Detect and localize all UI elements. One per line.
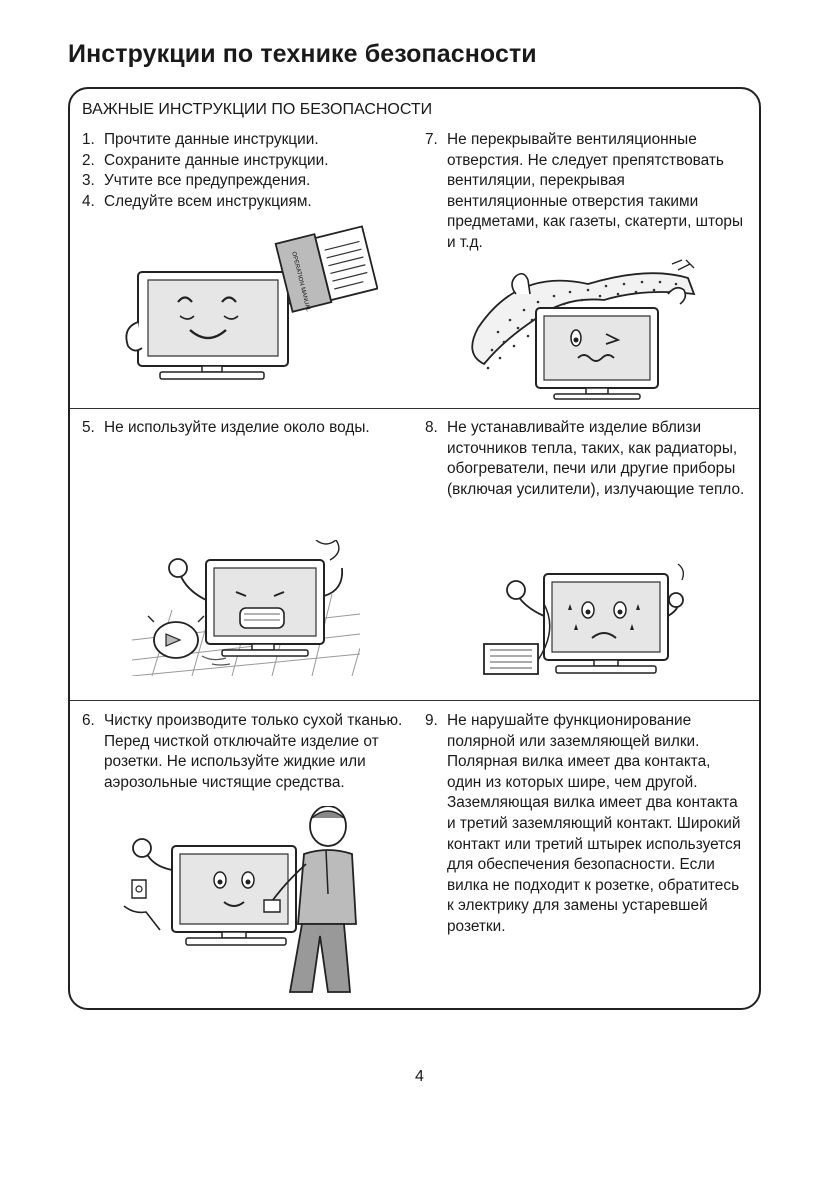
instruction-item: 2. Сохраните данные инструкции. bbox=[82, 151, 402, 172]
instruction-item: 3. Учтите все предупреждения. bbox=[82, 171, 402, 192]
instruction-item: 4. Следуйте всем инструкциям. bbox=[82, 192, 402, 213]
item-number: 9. bbox=[425, 712, 438, 729]
instruction-group-9: 9. Не нарушайте функционирование полярной… bbox=[425, 711, 747, 938]
item-text: Не используйте изделие около воды. bbox=[104, 419, 370, 436]
item-text: Прочтите данные инструкции. bbox=[104, 131, 319, 148]
instruction-group-8: 8. Не устанавливайте изделие вблизи источ… bbox=[425, 418, 747, 500]
item-text: Сохраните данные инструкции. bbox=[104, 151, 329, 169]
item-text: Чистку производите только сухой тканью. … bbox=[104, 712, 403, 791]
item-text: Следуйте всем инструкциям. bbox=[104, 192, 312, 210]
item-text: Учтите все предупреждения. bbox=[104, 172, 311, 190]
instruction-item: 5. Не используйте изделие около воды. bbox=[82, 418, 382, 439]
tv-near-heater-illustration bbox=[480, 560, 692, 682]
tv-reading-manual-illustration: OPERATION MANUAL bbox=[118, 222, 378, 384]
row-divider-1 bbox=[70, 408, 759, 409]
instruction-item: 7. Не перекрывайте вентиляционные отверст… bbox=[425, 130, 747, 254]
instruction-item: 9. Не нарушайте функционирование полярной… bbox=[425, 711, 747, 938]
item-number: 7. bbox=[425, 131, 438, 148]
tv-covered-vents-illustration bbox=[458, 258, 708, 400]
item-number: 4. bbox=[82, 192, 95, 210]
instruction-item: 1. Прочтите данные инструкции. bbox=[82, 130, 402, 151]
instruction-group-5: 5. Не используйте изделие около воды. bbox=[82, 418, 382, 439]
instructions-frame bbox=[68, 87, 761, 1010]
page-number: 4 bbox=[415, 1068, 424, 1085]
item-number: 6. bbox=[82, 712, 95, 729]
instruction-group-6: 6. Чистку производите только сухой тканью… bbox=[82, 711, 404, 793]
instruction-group-7: 7. Не перекрывайте вентиляционные отверст… bbox=[425, 130, 747, 254]
item-text: Не перекрывайте вентиляционные отверстия… bbox=[447, 131, 744, 251]
item-number: 3. bbox=[82, 172, 95, 190]
page-title: Инструкции по технике безопасности bbox=[68, 40, 537, 68]
item-number: 8. bbox=[425, 419, 438, 436]
item-text: Не устанавливайте изделие вблизи источни… bbox=[447, 419, 745, 498]
instructions-group-1-4: 1. Прочтите данные инструкции. 2. Сохранит… bbox=[82, 130, 402, 212]
instruction-item: 6. Чистку производите только сухой тканью… bbox=[82, 711, 404, 793]
item-number: 1. bbox=[82, 131, 95, 148]
item-text: Не нарушайте функционирование полярной и… bbox=[447, 712, 742, 935]
box-heading: ВАЖНЫЕ ИНСТРУКЦИИ ПО БЕЗОПАСНОСТИ bbox=[82, 101, 433, 118]
item-number: 2. bbox=[82, 151, 95, 169]
tv-near-water-illustration bbox=[132, 540, 360, 676]
row-divider-2 bbox=[70, 700, 759, 701]
instruction-item: 8. Не устанавливайте изделие вблизи источ… bbox=[425, 418, 747, 500]
item-number: 5. bbox=[82, 419, 95, 436]
tv-cleaning-illustration bbox=[120, 806, 360, 1002]
